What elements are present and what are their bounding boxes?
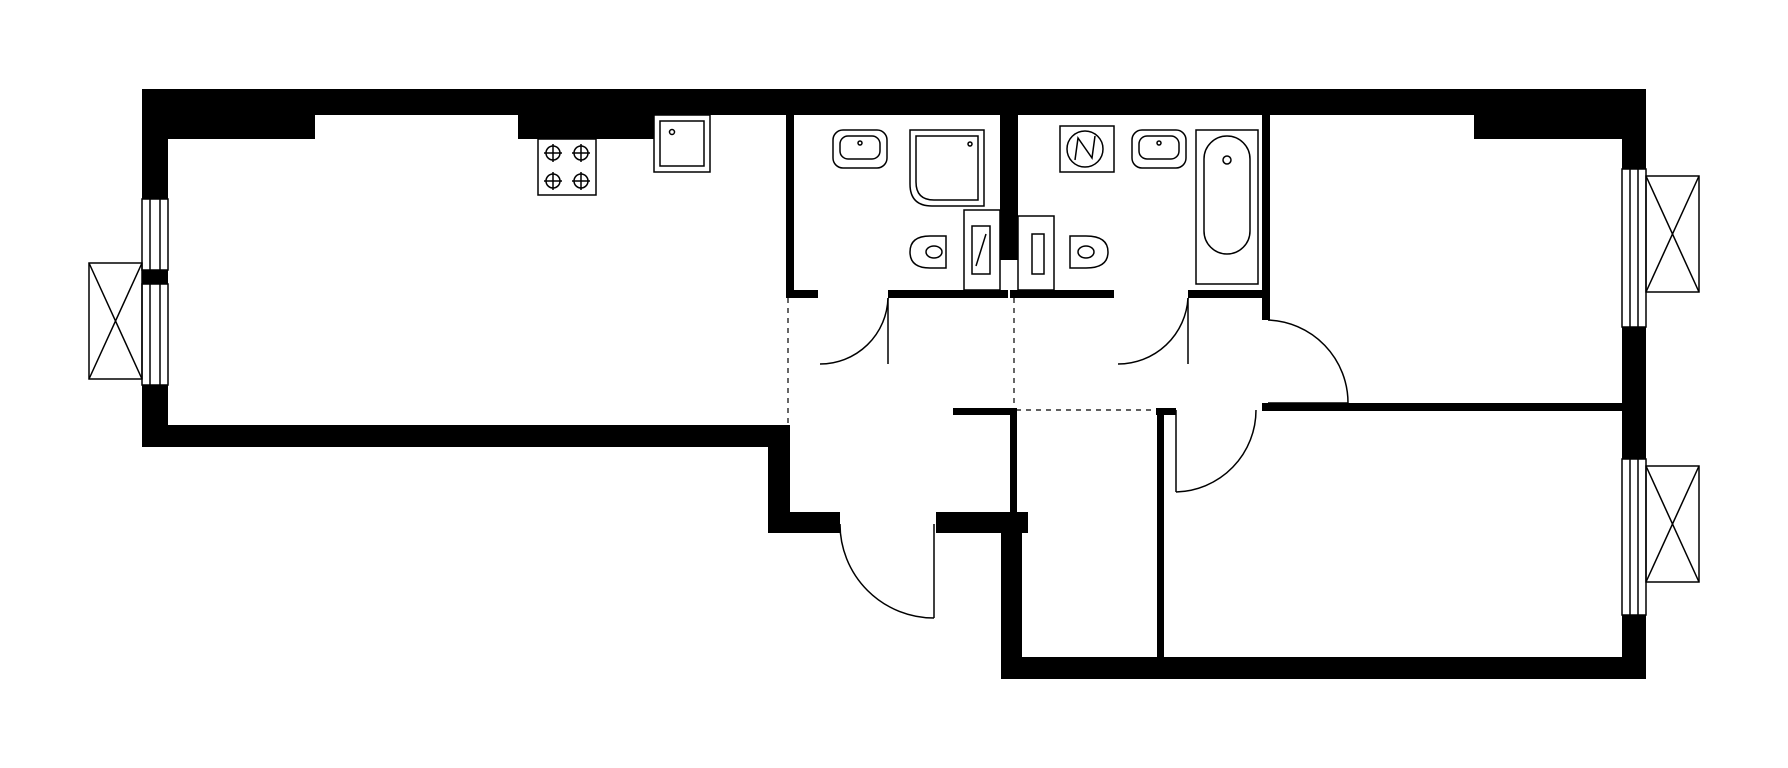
- window-icon: [141, 283, 169, 386]
- window-icon: [1621, 168, 1647, 328]
- stove-icon: [537, 138, 597, 196]
- door-icon: [1117, 297, 1189, 365]
- bathtub-icon: [1195, 129, 1259, 285]
- balcony-icon: [1645, 175, 1700, 293]
- window-icon: [141, 198, 169, 271]
- entrance-door-icon: [839, 523, 935, 619]
- exterior-wall-left: [142, 270, 168, 284]
- washbasin-icon: [832, 129, 888, 169]
- toilet-icon: [1069, 235, 1109, 269]
- hall-wall: [953, 408, 1016, 415]
- entrance-wall-bottom-left: [768, 512, 840, 533]
- exterior-wall-right: [1622, 327, 1646, 459]
- storage-wall-right: [1157, 408, 1164, 658]
- exterior-wall-top: [142, 89, 1646, 115]
- walls: [142, 89, 1646, 679]
- kitchen-sink-icon: [653, 114, 711, 173]
- bath-wall: [1188, 290, 1268, 298]
- exterior-wall-bottom: [1001, 657, 1646, 679]
- electrical-panel-icon: [1059, 125, 1115, 173]
- shower-tray-icon: [909, 129, 985, 207]
- bath-wall: [786, 290, 818, 298]
- wall-thickening: [1474, 89, 1646, 139]
- bedroom-divider: [1262, 403, 1622, 411]
- wall-thickening: [518, 115, 654, 139]
- wall-thickening: [168, 115, 315, 139]
- bath-divider: [1000, 115, 1018, 260]
- door-icon: [1175, 409, 1257, 493]
- bath-wall: [786, 115, 794, 297]
- installation-icon: [1017, 215, 1055, 291]
- bath-wall: [888, 290, 1008, 298]
- door-icon: [819, 297, 889, 365]
- window-icon: [1621, 458, 1647, 616]
- exterior-wall-left: [142, 89, 168, 199]
- storage-wall-left: [1001, 512, 1022, 679]
- balcony-icon: [88, 262, 143, 380]
- balcony-icon: [1645, 465, 1700, 583]
- toilet-icon: [909, 235, 947, 269]
- storage-wall-top: [1156, 408, 1176, 415]
- installation-icon: [963, 209, 1001, 291]
- entrance-wall-left: [768, 425, 790, 533]
- zone-lines: [787, 298, 1156, 425]
- hall-wall: [1010, 408, 1017, 512]
- bath-wall: [1010, 290, 1114, 298]
- bath-wall: [1262, 115, 1270, 320]
- exterior-wall-right: [1622, 89, 1646, 169]
- kitchen-bottom-wall: [142, 425, 790, 447]
- door-icon: [1267, 319, 1349, 404]
- washbasin-icon: [1131, 129, 1187, 169]
